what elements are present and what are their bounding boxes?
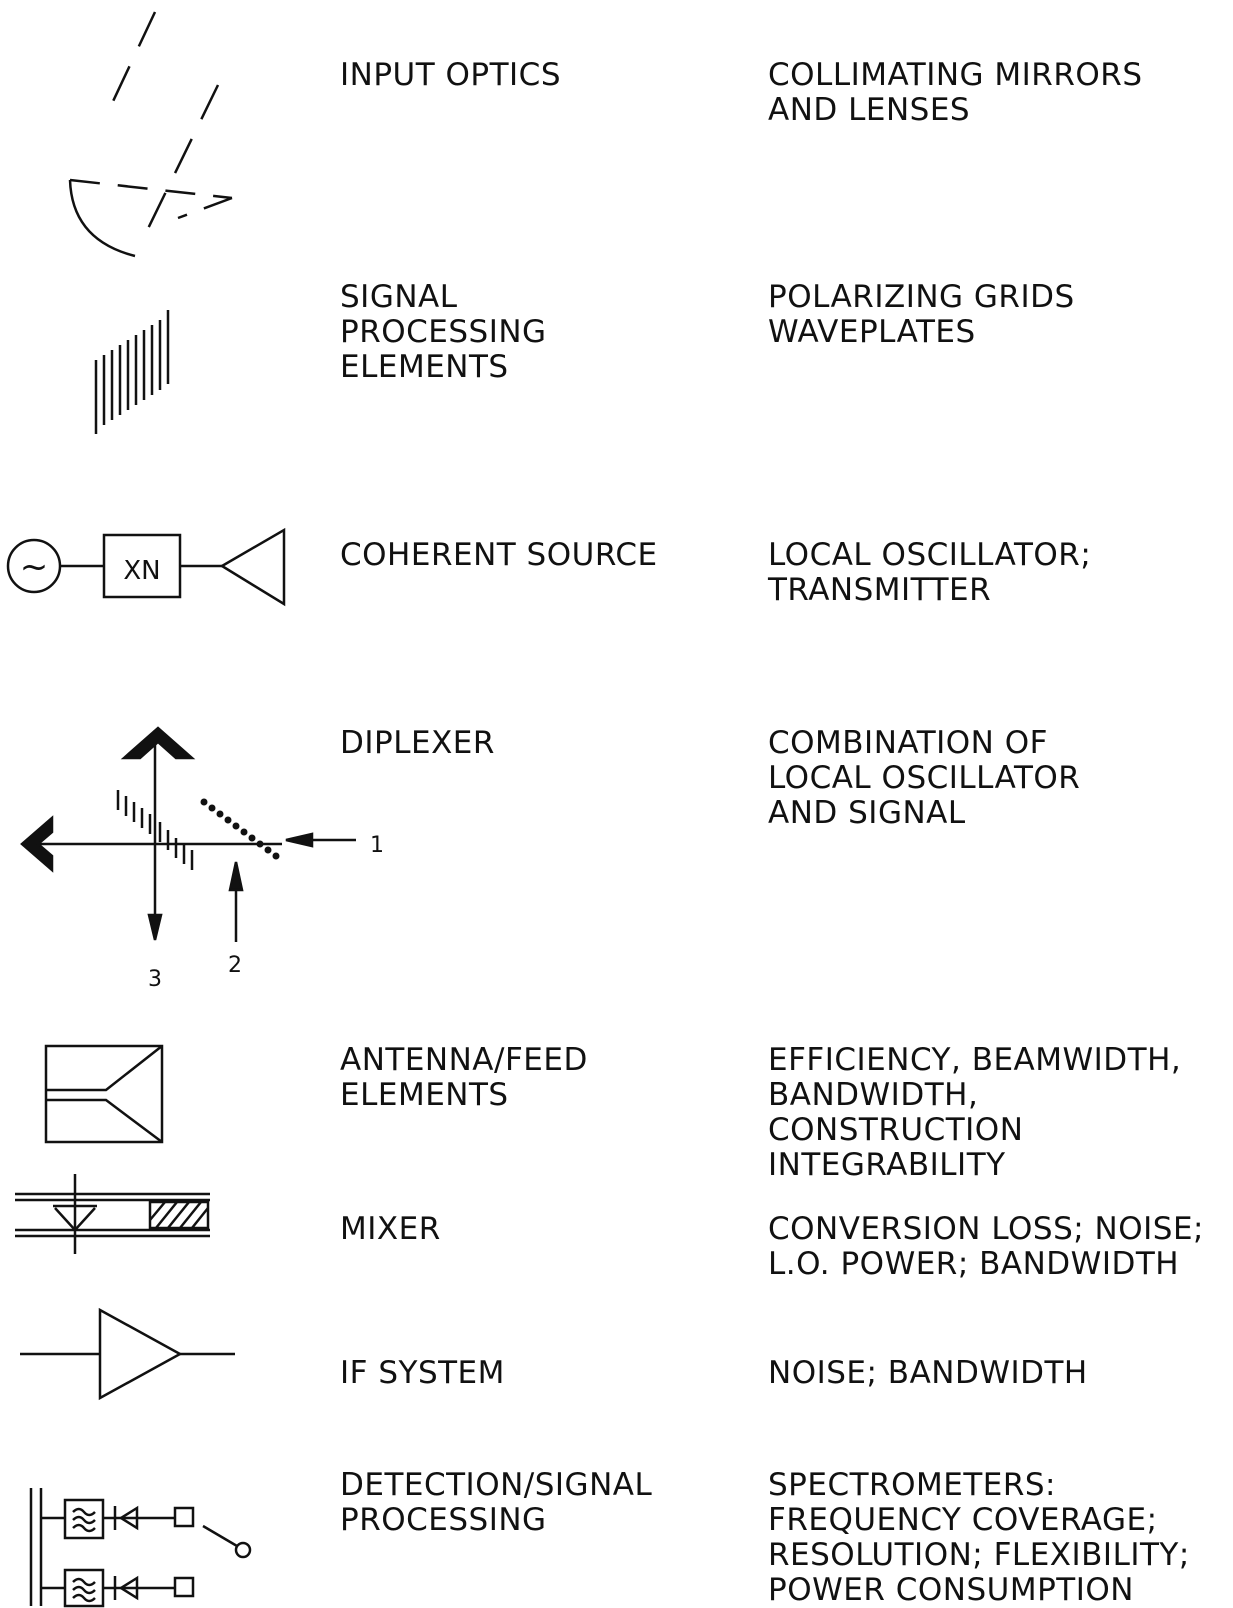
port-2-label: 2 bbox=[228, 953, 242, 978]
description-if-system: NOISE; BANDWIDTH bbox=[768, 1355, 1088, 1391]
description-input-optics: COLLIMATING MIRRORS AND LENSES bbox=[768, 57, 1143, 128]
description-antenna-feed: EFFICIENCY, BEAMWIDTH, BANDWIDTH, CONSTR… bbox=[768, 1042, 1182, 1183]
port-3-label: 3 bbox=[148, 967, 162, 992]
component-input-optics: INPUT OPTICS bbox=[340, 57, 562, 93]
diplexer-icon: 1 2 3 bbox=[20, 726, 384, 992]
description-mixer: CONVERSION LOSS; NOISE; L.O. POWER; BAND… bbox=[768, 1211, 1204, 1282]
coherent-source-icon: ~ XN bbox=[6, 527, 286, 607]
component-detection-signal-processing: DETECTION/SIGNAL PROCESSING bbox=[340, 1467, 653, 1538]
component-antenna-feed: ANTENNA/FEED ELEMENTS bbox=[340, 1042, 588, 1113]
component-coherent-source: COHERENT SOURCE bbox=[340, 537, 658, 573]
description-detection-signal-processing: SPECTROMETERS: FREQUENCY COVERAGE; RESOL… bbox=[768, 1467, 1190, 1608]
input-optics-mirror-icon bbox=[68, 11, 233, 258]
polarizing-grid-icon bbox=[94, 310, 170, 434]
component-mixer: MIXER bbox=[340, 1211, 441, 1247]
port-1-label: 1 bbox=[370, 833, 384, 858]
component-if-system: IF SYSTEM bbox=[340, 1355, 505, 1391]
oscillator-tilde-icon: ~ bbox=[20, 547, 49, 587]
description-diplexer: COMBINATION OF LOCAL OSCILLATOR AND SIGN… bbox=[768, 725, 1081, 831]
description-coherent-source: LOCAL OSCILLATOR; TRANSMITTER bbox=[768, 537, 1092, 608]
description-signal-processing-elements: POLARIZING GRIDS WAVEPLATES bbox=[768, 279, 1075, 350]
mixer-diode-icon bbox=[15, 1174, 210, 1254]
filter-bank-icon bbox=[29, 1488, 252, 1608]
multiplier-label: XN bbox=[123, 556, 160, 586]
antenna-feed-icon bbox=[44, 1044, 164, 1144]
component-diplexer: DIPLEXER bbox=[340, 725, 495, 761]
component-signal-processing-elements: SIGNAL PROCESSING ELEMENTS bbox=[340, 279, 547, 385]
amplifier-icon bbox=[20, 1307, 235, 1401]
